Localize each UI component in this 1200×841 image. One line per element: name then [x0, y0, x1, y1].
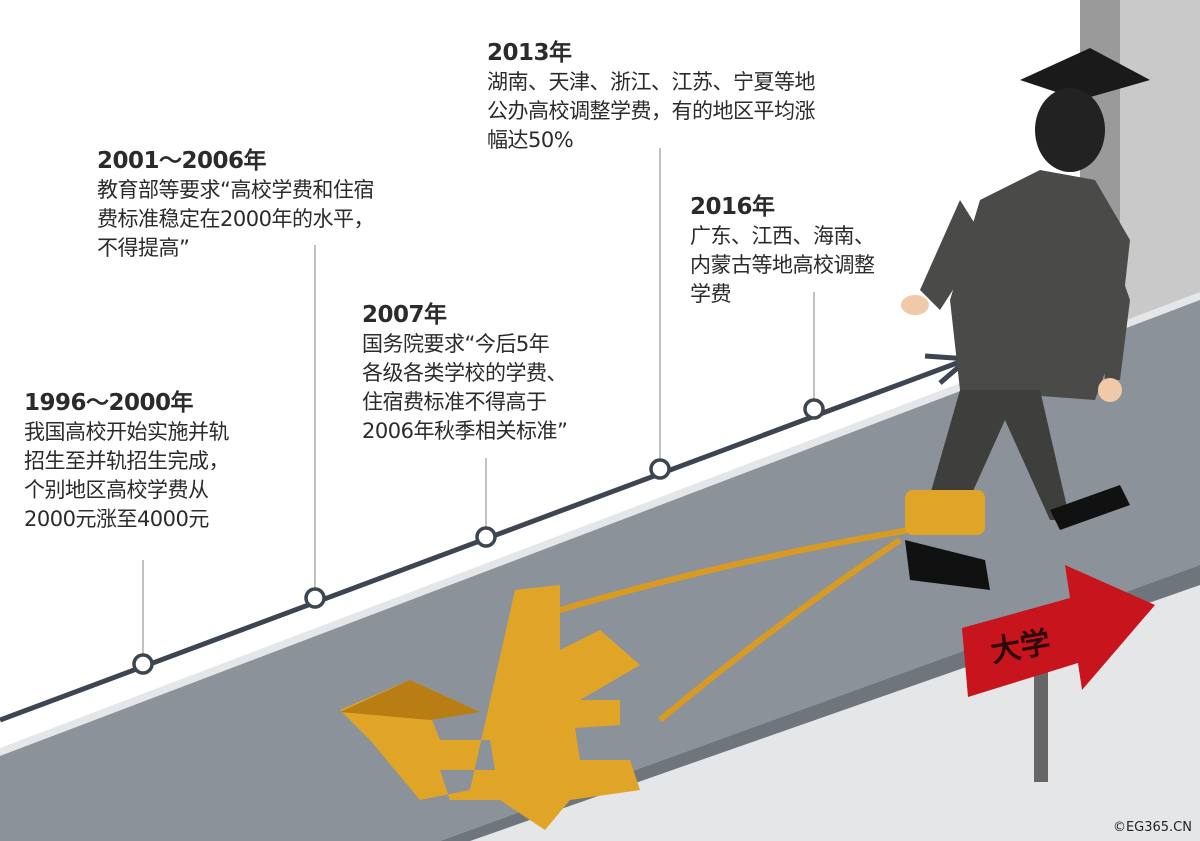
timeline [0, 148, 975, 723]
timeline-node [132, 653, 154, 675]
entry-year: 2013年 [487, 40, 572, 66]
entry-description: 国务院要求“今后5年 各级各类学校的学费、 住宿费标准不得高于 2006年秋季相… [362, 332, 568, 443]
timeline-entry-2007: 2007年 国务院要求“今后5年 各级各类学校的学费、 住宿费标准不得高于 20… [362, 300, 568, 446]
entry-year: 1996～2000年 [24, 390, 194, 416]
entry-year: 2016年 [690, 194, 775, 220]
entry-description: 湖南、天津、浙江、江苏、宁夏等地 公办高校调整学费，有的地区平均涨 幅达50% [487, 70, 816, 152]
graduation-cap-icon [1020, 48, 1150, 100]
timeline-entry-1996: 1996～2000年 我国高校开始实施并轨 招生至并轨招生完成， 个别地区高校学… [24, 388, 230, 534]
shackle [905, 490, 985, 535]
graduate-figure [901, 48, 1150, 590]
entry-year: 2001～2006年 [97, 148, 267, 174]
timeline-node [304, 587, 326, 609]
timeline-entry-2013: 2013年 湖南、天津、浙江、江苏、宁夏等地 公办高校调整学费，有的地区平均涨 … [487, 38, 816, 155]
entry-description: 我国高校开始实施并轨 招生至并轨招生完成， 个别地区高校学费从 2000元涨至4… [24, 420, 230, 531]
copyright: ©EG365.CN [1112, 820, 1192, 835]
yen-symbol-icon [340, 585, 640, 830]
university-sign [962, 565, 1155, 782]
entry-year: 2007年 [362, 302, 447, 328]
timeline-entry-2016: 2016年 广东、江西、海南、 内蒙古等地高校调整 学费 [690, 192, 875, 309]
timeline-node [803, 398, 825, 420]
entry-description: 教育部等要求“高校学费和住宿 费标准稳定在2000年的水平， 不得提高” [97, 178, 374, 260]
timeline-node [475, 526, 497, 548]
chain [559, 527, 911, 723]
road [0, 300, 1200, 841]
timeline-entry-2001: 2001～2006年 教育部等要求“高校学费和住宿 费标准稳定在2000年的水平… [97, 146, 374, 263]
entry-description: 广东、江西、海南、 内蒙古等地高校调整 学费 [690, 224, 875, 306]
timeline-node [649, 458, 671, 480]
